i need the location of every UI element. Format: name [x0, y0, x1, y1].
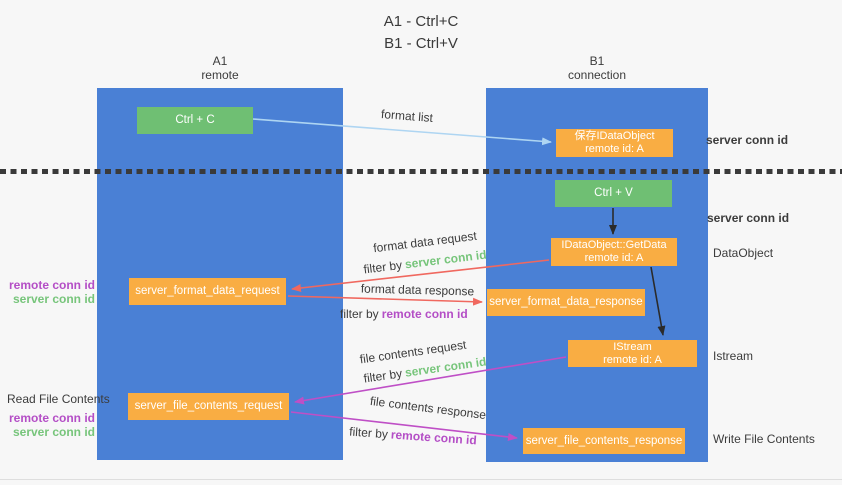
- lane-header-left: A1 remote: [97, 54, 343, 82]
- lane-right-name: B1: [589, 54, 605, 68]
- node-save-idataobject-line2: remote id: A: [585, 143, 644, 155]
- label-file-contents-response: file contents response: [369, 393, 487, 423]
- node-server-file-contents-response-label: server_file_contents_response: [525, 434, 683, 447]
- annotation-server-conn-id-top: server conn id: [706, 133, 789, 147]
- node-ctrl-c: Ctrl + C: [137, 107, 253, 134]
- lane-header-right: B1 connection: [486, 54, 708, 82]
- node-idataobject-getdata-line1: IDataObject::GetData: [561, 239, 667, 251]
- remote-conn-id-text: remote conn id: [381, 307, 468, 321]
- lane-right-role: connection: [567, 68, 627, 82]
- node-server-file-contents-request-label: server_file_contents_request: [134, 400, 283, 412]
- remote-conn-id-label: remote conn id: [8, 411, 95, 425]
- filter-by-text: filter by: [348, 424, 389, 442]
- node-save-idataobject-line1: 保存IDataObject: [574, 130, 655, 142]
- node-server-format-data-request: server_format_data_request: [129, 278, 286, 305]
- node-idataobject-getdata-line2: remote id: A: [584, 252, 644, 264]
- node-ctrl-v: Ctrl + V: [555, 180, 672, 207]
- filter-by-text: filter by: [362, 366, 404, 386]
- lane-left-name: A1: [212, 54, 228, 68]
- annotation-conn-id-pair-2: remote conn id server conn id: [0, 411, 95, 439]
- server-conn-id-label: server conn id: [12, 292, 95, 306]
- node-server-format-data-request-label: server_format_data_request: [135, 285, 280, 297]
- lane-left-role: remote: [201, 68, 239, 82]
- remote-conn-id-text: remote conn id: [390, 427, 478, 448]
- node-idataobject-getdata: IDataObject::GetData remote id: A: [551, 238, 677, 266]
- annotation-read-file-contents: Read File Contents: [7, 392, 110, 406]
- page-title: A1 - Ctrl+C B1 - Ctrl+V: [0, 11, 842, 55]
- node-istream: IStream remote id: A: [568, 340, 697, 367]
- annotation-write-file-contents: Write File Contents: [713, 432, 815, 446]
- title-line-2: B1 - Ctrl+V: [384, 35, 458, 52]
- node-ctrl-c-label: Ctrl + C: [175, 114, 215, 126]
- node-istream-line2: remote id: A: [603, 353, 662, 366]
- node-server-format-data-response: server_format_data_response: [487, 289, 645, 316]
- node-istream-line1: IStream: [613, 340, 652, 353]
- label-format-list: format list: [380, 107, 434, 125]
- node-server-file-contents-response: server_file_contents_response: [523, 428, 685, 454]
- annotation-server-conn-id-mid: server conn id: [707, 211, 790, 225]
- node-save-idataobject: 保存IDataObject remote id: A: [556, 129, 673, 157]
- dotted-divider: [0, 169, 842, 174]
- remote-conn-id-label: remote conn id: [8, 278, 95, 292]
- node-ctrl-v-label: Ctrl + V: [594, 187, 633, 199]
- server-conn-id-text: server conn id: [404, 247, 488, 272]
- title-line-1: A1 - Ctrl+C: [383, 13, 459, 30]
- annotation-dataobject: DataObject: [713, 246, 774, 260]
- node-server-file-contents-request: server_file_contents_request: [128, 393, 289, 420]
- filter-by-text: filter by: [362, 257, 403, 277]
- label-format-data-response: format data response: [360, 281, 475, 299]
- bottom-divider: [0, 479, 842, 480]
- annotation-istream: Istream: [713, 349, 754, 363]
- annotation-conn-id-pair-1: remote conn id server conn id: [0, 278, 95, 306]
- filter-by-text: filter by: [340, 307, 379, 321]
- node-server-format-data-response-label: server_format_data_response: [489, 296, 643, 308]
- server-conn-id-label: server conn id: [12, 425, 95, 439]
